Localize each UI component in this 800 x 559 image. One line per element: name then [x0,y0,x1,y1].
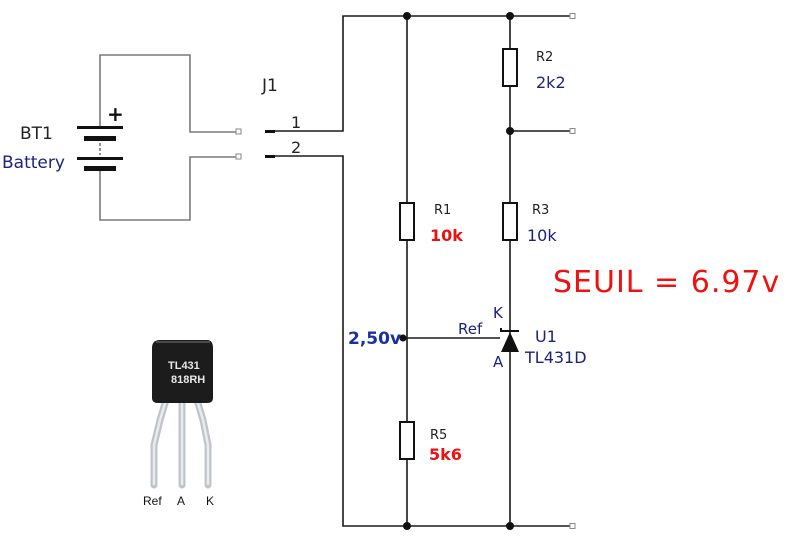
threshold-annotation: SEUIL = 6.97v [553,265,780,300]
battery-plate-long-1 [77,126,123,129]
u1-ref-label: U1 [535,327,557,346]
battery-wiring [99,54,238,221]
connector-j1[interactable] [235,128,275,160]
resistor-r2[interactable] [502,48,518,87]
battery-bottom-wire [99,156,238,221]
u1-triangle [501,332,519,352]
battery-plate-long-2 [77,157,123,160]
r3-value-label: 10k [527,226,557,245]
r3-ref-label: R3 [532,203,549,218]
photo-pin-ref-label: Ref [143,494,162,508]
u1-pin-k-label: K [493,304,504,322]
main-wiring [275,15,570,527]
top-rail-wire [275,15,570,132]
resistor-r3[interactable] [502,202,518,241]
junction-dot [403,12,411,20]
r5-value-label: 5k6 [429,445,462,464]
battery-symbol[interactable] [77,126,123,171]
resistor-r5[interactable] [399,421,415,460]
j1-pin-1 [265,130,275,133]
battery-ref-label: BT1 [20,124,53,144]
tl431-package-photo: TL431 818RH Ref A K [143,340,214,508]
photo-body [152,340,213,403]
u1-pin-a-label: A [493,353,504,371]
battery-plus-sign: + [107,102,124,126]
battery-value-label: Battery [2,153,65,173]
bottom-rail-wire [275,155,570,527]
photo-marking-line1: TL431 [168,360,200,372]
j1-pin1-label: 1 [291,113,301,132]
junctions [399,12,514,530]
battery-plate-short-2 [84,166,116,171]
j1-pin2-label: 2 [291,138,301,157]
u1-value-label: TL431D [524,348,587,367]
battery-top-wire [99,54,238,133]
terminal-top[interactable] [569,13,576,19]
photo-pin-k-label: K [206,494,214,508]
r2-value-label: 2k2 [536,73,566,92]
photo-leg-k-highlight [195,399,210,485]
regulator-u1-symbol[interactable] [500,328,519,352]
u1-cathode-bar [500,328,519,332]
resistor-r1[interactable] [399,202,415,241]
junction-dot [399,334,407,342]
r1-value-label: 10k [430,226,463,245]
j1-socket-1 [235,128,242,135]
junction-dot [506,127,514,135]
battery-plate-short-1 [84,136,116,141]
r2-ref-label: R2 [536,50,553,65]
terminal-bottom[interactable] [569,523,576,529]
j1-ref-label: J1 [261,76,278,96]
output-terminals [569,13,576,529]
photo-pin-a-label: A [177,494,185,508]
j1-socket-2 [235,153,242,160]
j1-pin-2 [265,155,275,158]
photo-marking-line2: 818RH [171,374,205,386]
photo-leg-ref-highlight [152,399,168,485]
node-voltage-label: 2,50v [348,329,401,349]
terminal-mid[interactable] [569,128,576,134]
junction-dot [506,522,514,530]
u1-pin-ref-label: Ref [458,320,483,338]
junction-dot [506,12,514,20]
junction-dot [403,522,411,530]
r5-ref-label: R5 [430,428,447,443]
r1-ref-label: R1 [434,203,451,218]
